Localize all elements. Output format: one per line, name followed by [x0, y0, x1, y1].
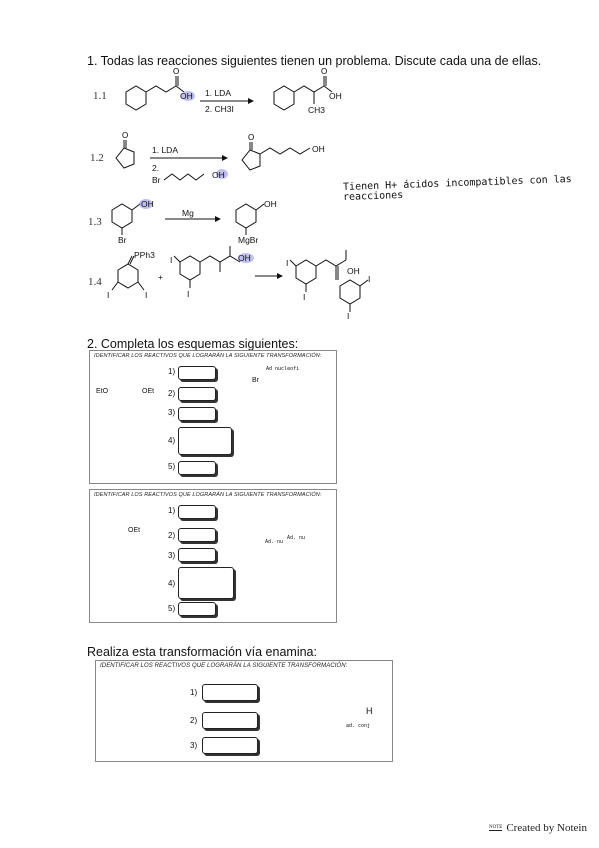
- enamine-answer-1[interactable]: [202, 684, 258, 701]
- reaction-1-2-label: 1.2: [90, 152, 104, 164]
- enamine-handnote: ad. conj: [346, 723, 371, 729]
- r2-reagent-2: 2.: [152, 163, 160, 173]
- reaction-1-1-o: O: [173, 67, 179, 76]
- r4-prod-i-4: I: [347, 311, 350, 321]
- scheme-1-slot-5-label: 5): [168, 462, 176, 471]
- r4-oh: OH: [238, 253, 251, 263]
- reaction-1-4-acid: [173, 246, 241, 288]
- enamine-answer-2[interactable]: [202, 712, 258, 729]
- scheme-2-slot-4-label: 4): [168, 579, 176, 588]
- r3-reagent-mg: Mg: [182, 208, 194, 218]
- reaction-1-1-reactant: [125, 76, 185, 111]
- scheme-1-panel-title: IDENTIFICAR LOS REACTIVOS QUE LOGRARÁN L…: [94, 353, 322, 359]
- scheme-2-slot-5-label: 5): [168, 604, 176, 613]
- enamine-h: H: [366, 706, 373, 716]
- r1-oh: OH: [180, 91, 193, 101]
- reaction-1-3-reactant: [111, 203, 141, 235]
- question-2-prompt: 2. Completa los esquemas siguientes:: [87, 337, 299, 351]
- r2-oh: OH: [212, 170, 225, 180]
- scheme-1-panel: IDENTIFICAR LOS REACTIVOS QUE LOGRARÁN L…: [89, 350, 337, 484]
- scheme-2-slot-2-label: 2): [168, 531, 176, 540]
- handwritten-note-line-2: reacciones: [342, 189, 404, 204]
- reaction-1-2-reactant: [115, 140, 135, 169]
- r3-br: Br: [118, 235, 127, 245]
- scheme-1-answer-2[interactable]: [178, 387, 216, 401]
- r2-reagent-1: 1. LDA: [152, 145, 178, 155]
- svg-text:O: O: [248, 133, 254, 142]
- r1-prod-oh: OH: [329, 91, 342, 101]
- reaction-1-1-product: [273, 76, 333, 111]
- scheme-1-slot-1-label: 1): [168, 367, 176, 376]
- scheme-1-slot-2-label: 2): [168, 389, 176, 398]
- scheme-2-answer-5[interactable]: [178, 602, 216, 616]
- footer-text: Created by Notein: [506, 822, 587, 834]
- enamine-panel: IDENTIFICAR LOS REACTIVOS QUE LOGRARÁN L…: [95, 660, 393, 762]
- enamine-slot-2-label: 2): [190, 716, 198, 725]
- reaction-1-3-product: [235, 203, 265, 235]
- scheme-2-answer-2[interactable]: [178, 528, 216, 542]
- scheme-1-slot-4-label: 4): [168, 436, 176, 445]
- r4-i-1: I: [107, 290, 110, 300]
- reaction-1-4-label: 1.4: [88, 276, 102, 288]
- scheme-1-answer-5[interactable]: [178, 461, 216, 475]
- r4-pph3: PPh3: [134, 250, 155, 260]
- enamine-panel-title: IDENTIFICAR LOS REACTIVOS QUE LOGRARÁN L…: [100, 663, 348, 669]
- scheme-1-oet: OEt: [142, 388, 155, 395]
- scheme-2-slot-3-label: 3): [168, 551, 176, 560]
- r1-reagent-2: 2. CH3I: [205, 104, 234, 114]
- scheme-2-answer-3[interactable]: [178, 548, 216, 562]
- question-1-prompt: 1. Todas las reacciones siguientes tiene…: [87, 54, 542, 68]
- scheme-1-eto: EtO: [96, 388, 109, 395]
- reaction-1-3-label: 1.3: [88, 216, 102, 228]
- r2-br: Br: [152, 175, 161, 185]
- scheme-2-handnote-1: Ad. nu: [265, 539, 284, 545]
- r4-prod-oh: OH: [347, 266, 360, 276]
- reaction-1-4-ylide: [111, 255, 145, 291]
- r4-prod-i-3: I: [368, 274, 371, 284]
- notein-logo: NOTE: [489, 825, 503, 831]
- question-3-prompt: Realiza esta transformación vía enamina:: [87, 645, 317, 659]
- enamine-answer-3[interactable]: [202, 737, 258, 754]
- scheme-2-answer-4[interactable]: [178, 567, 234, 599]
- scheme-2-answer-1[interactable]: [178, 505, 216, 519]
- scheme-2-handnote-2: Ad. nu: [287, 535, 306, 541]
- r1-prod-ch3: CH3: [308, 105, 326, 115]
- scheme-1-answer-4[interactable]: [178, 427, 232, 455]
- enamine-slot-3-label: 3): [190, 741, 198, 750]
- scheme-1-slot-3-label: 3): [168, 408, 176, 417]
- r4-prod-i-2: I: [303, 292, 306, 302]
- r4-i-2: I: [145, 290, 148, 300]
- scheme-2-panel-title: IDENTIFICAR LOS REACTIVOS QUE LOGRARÁN L…: [94, 492, 322, 498]
- scheme-2-slot-1-label: 1): [168, 506, 176, 515]
- reaction-1-4-product: [289, 250, 369, 312]
- r3-prod-oh: OH: [264, 199, 277, 209]
- scheme-1-br: Br: [252, 377, 259, 384]
- r4-prod-i-1: I: [286, 258, 289, 268]
- scheme-1-handnote: Ad nucleofi: [266, 366, 300, 372]
- r3-oh: OH: [141, 199, 154, 209]
- reaction-1-1-label: 1.1: [93, 90, 107, 102]
- svg-text:O: O: [321, 67, 327, 76]
- reaction-1-2-product: [241, 142, 311, 171]
- r2-prod-oh: OH: [312, 144, 325, 154]
- footer-brand: NOTE Created by Notein: [489, 822, 587, 834]
- scheme-1-answer-3[interactable]: [178, 407, 216, 421]
- r4-plus: +: [158, 272, 163, 282]
- r1-reagent-1: 1. LDA: [205, 88, 231, 98]
- highlight-oh-1: [181, 91, 195, 101]
- enamine-slot-1-label: 1): [190, 688, 198, 697]
- svg-text:O: O: [122, 131, 128, 140]
- r3-prod-mgbr: MgBr: [238, 235, 259, 245]
- r4-i-4: I: [187, 289, 190, 299]
- scheme-1-answer-1[interactable]: [178, 366, 216, 380]
- scheme-2-oet: OEt: [128, 527, 141, 534]
- r4-i-3: I: [170, 255, 173, 265]
- scheme-2-panel: IDENTIFICAR LOS REACTIVOS QUE LOGRARÁN L…: [89, 489, 337, 623]
